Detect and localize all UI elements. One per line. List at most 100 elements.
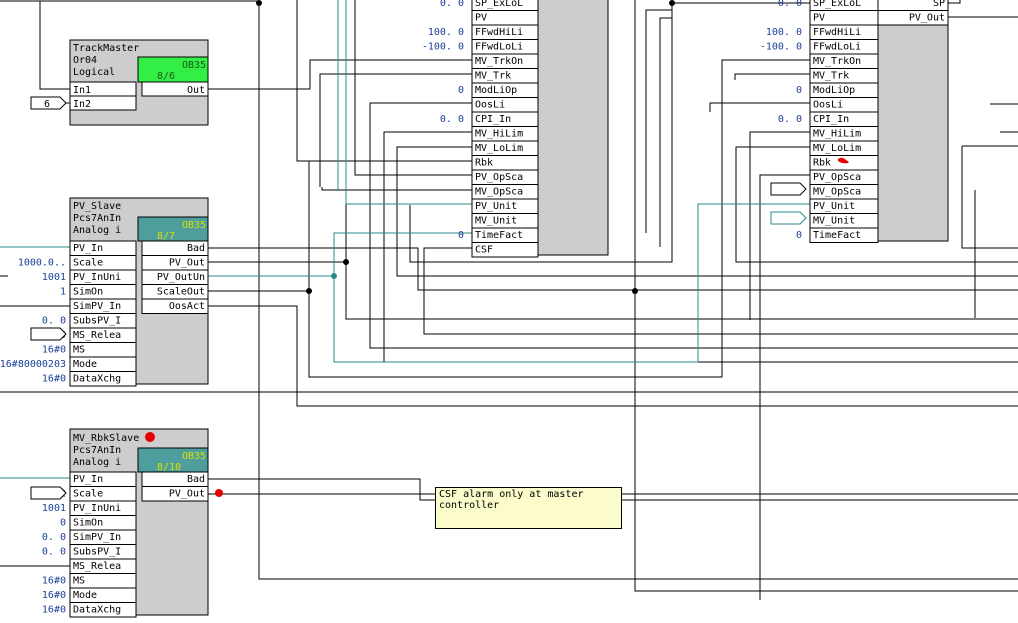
- input-pin-value: -100. 0: [422, 42, 464, 53]
- output-pin[interactable]: [141, 486, 209, 502]
- input-pin[interactable]: [69, 602, 137, 618]
- trackmaster-ob: OB35: [182, 60, 206, 71]
- output-pin-label: Bad: [187, 474, 205, 485]
- input-pin-label: MS_Relea: [73, 561, 121, 572]
- input-pin-label: Mode: [73, 590, 97, 601]
- input-pin-label: MV_TrkOn: [813, 56, 861, 67]
- input-pin-label: OosLi: [475, 100, 505, 111]
- input-pin-label: MV_OpSca: [475, 187, 523, 198]
- mv-rbkslave-seq: 8/10: [157, 462, 181, 473]
- input-pin-value: 0: [60, 518, 66, 529]
- input-pin-label: PV_OpSca: [813, 172, 861, 183]
- input-pin-label: FFwdHiLi: [813, 27, 861, 38]
- input-pin-value: 0. 0: [42, 532, 66, 543]
- input-pin-label: Mode: [73, 359, 97, 370]
- input-pin-value: 0. 0: [440, 114, 464, 125]
- input-pin-value: 16#0: [42, 576, 66, 587]
- input-pin-value: 100. 0: [766, 27, 802, 38]
- input-pin[interactable]: [69, 371, 137, 387]
- input-pin-label: TimeFact: [475, 230, 523, 241]
- output-pin-label: PV_OutUn: [157, 272, 205, 283]
- input-pin-value: 0. 0: [778, 114, 802, 125]
- input-pin-label: PV_Unit: [475, 201, 517, 212]
- input-pin-label: CPI_In: [475, 114, 511, 125]
- trackmaster-seq: 8/6: [157, 71, 175, 82]
- input-pin-value: 1000.0..: [18, 258, 66, 269]
- input-pin-label: PV_OpSca: [475, 172, 523, 183]
- input-pin-value: 1: [60, 287, 66, 298]
- input-pin-value: 0. 0: [42, 547, 66, 558]
- trackmaster-in2-value: 6: [44, 99, 50, 110]
- input-pin[interactable]: [809, 227, 879, 243]
- trackmaster-name: TrackMaster: [73, 43, 139, 54]
- pv-slave-block[interactable]: PV_Slave Pcs7AnIn Analog i OB35 8/7 PV_I…: [0, 197, 209, 387]
- input-pin-label: SubsPV_I: [73, 316, 121, 327]
- trackmaster-block[interactable]: TrackMaster Or04 Logical OB35 8/6 In1 In…: [30, 39, 209, 126]
- input-pin-label: MV_HiLim: [475, 129, 523, 140]
- trackmaster-family: Logical: [73, 67, 115, 78]
- input-pin-label: PV_InUni: [73, 503, 121, 514]
- output-pin-label: PV_Out: [169, 489, 205, 500]
- pv-slave-name: PV_Slave: [73, 201, 121, 212]
- input-pin-label: MS_Relea: [73, 330, 121, 341]
- input-pin-label: FFwdLoLi: [813, 42, 861, 53]
- input-pin-label: CPI_In: [813, 114, 849, 125]
- input-pin-value: 0. 0: [42, 316, 66, 327]
- comment-note[interactable]: CSF alarm only at master controller: [435, 487, 622, 529]
- input-pin-label: PV_In: [73, 474, 103, 485]
- mv-rbkslave-block[interactable]: MV_RbkSlave Pcs7AnIn Analog i OB35 8/10 …: [42, 428, 223, 618]
- pv-slave-family: Analog i: [73, 225, 121, 236]
- input-pin-value: 0: [796, 230, 802, 241]
- trackmaster-type: Or04: [73, 55, 97, 66]
- output-pin[interactable]: [141, 298, 209, 314]
- input-pin-label: SimPV_In: [73, 532, 121, 543]
- input-pin-label: MV_LoLim: [813, 143, 861, 154]
- input-pin-value: 16#0: [42, 374, 66, 385]
- input-pin-label: MV_Trk: [475, 71, 511, 82]
- input-pin-label: PV_InUni: [73, 272, 121, 283]
- input-pin[interactable]: [471, 242, 539, 258]
- input-pin-value: -100. 0: [760, 42, 802, 53]
- input-pin-label: PV: [813, 13, 825, 24]
- mv-rbkslave-ob: OB35: [182, 451, 206, 462]
- input-pin-value: 0: [458, 85, 464, 96]
- input-pin-label: MV_OpSca: [813, 187, 861, 198]
- input-pin-label: MV_LoLim: [475, 143, 523, 154]
- input-pin-label: SimPV_In: [73, 301, 121, 312]
- input-pin-value: 16#0: [42, 590, 66, 601]
- pv-slave-seq: 8/7: [157, 231, 175, 242]
- input-pin-label: MV_Trk: [813, 71, 849, 82]
- input-pin-value: 0: [796, 85, 802, 96]
- input-pin-label: FFwdHiLi: [475, 27, 523, 38]
- input-pin-label: ModLiOp: [475, 85, 517, 96]
- input-pin-value: 1001: [42, 503, 66, 514]
- input-pin-label: SimOn: [73, 287, 103, 298]
- mv-rbkslave-family: Analog i: [73, 457, 121, 468]
- output-pin-label: OosAct: [169, 301, 205, 312]
- input-pin-value: 0. 0: [778, 0, 802, 9]
- output-pin-label: PV_Out: [909, 13, 945, 24]
- output-pin-label: Bad: [187, 243, 205, 254]
- input-pin-label: MV_TrkOn: [475, 56, 523, 67]
- output-pin-label: SP: [933, 0, 945, 9]
- connector-arrow-icon: [30, 486, 67, 500]
- input-pin-label: Rbk: [813, 158, 831, 169]
- input-pin-label: ModLiOp: [813, 85, 855, 96]
- mv-rbkslave-name: MV_RbkSlave: [73, 433, 139, 444]
- input-pin-label: OosLi: [813, 100, 843, 111]
- input-pin-label: DataXchg: [73, 605, 121, 616]
- input-pin-label: Rbk: [475, 158, 493, 169]
- input-pin-label: PV_In: [73, 243, 103, 254]
- red-dot-icon: [145, 432, 155, 442]
- input-pin-label: PV_Unit: [813, 201, 855, 212]
- connector-arrow-icon: [770, 182, 807, 196]
- input-pin-label: SimOn: [73, 518, 103, 529]
- input-pin-label: MS: [73, 345, 85, 356]
- connector-arrow-icon: [770, 211, 807, 225]
- input-pin-label: MV_HiLim: [813, 129, 861, 140]
- output-pin[interactable]: [877, 10, 949, 26]
